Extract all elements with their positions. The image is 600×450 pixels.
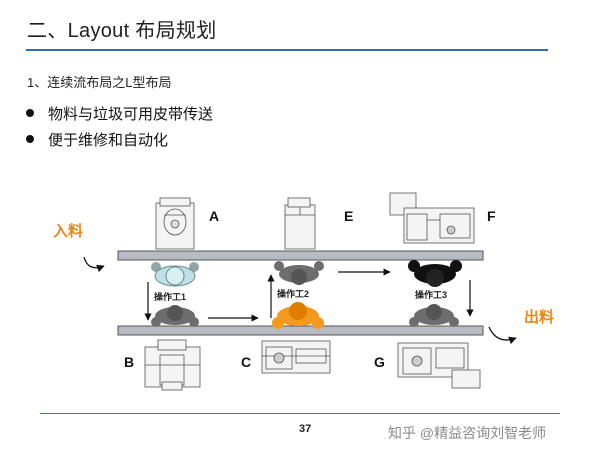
machine-f-icon (389, 192, 475, 244)
bullet-item: 物料与垃圾可用皮带传送 (26, 103, 213, 124)
operator-2-upper-icon (274, 261, 324, 285)
lower-conveyor (117, 325, 484, 336)
machine-c-icon (261, 340, 331, 374)
watermark: 知乎 @精益咨询刘智老师 (388, 425, 547, 441)
slide-subtitle: 1、连续流布局之L型布局 (27, 75, 172, 90)
machine-g-icon (397, 342, 481, 389)
station-letter-b: B (124, 354, 134, 370)
operator-3-upper-icon (408, 260, 462, 287)
machine-b-icon (144, 339, 201, 391)
bullet-item: 便于维修和自动化 (26, 129, 168, 150)
station-letter-a: A (209, 208, 219, 224)
station-letter-e: E (344, 208, 353, 224)
machine-e-icon (284, 197, 316, 250)
page-number: 37 (299, 423, 312, 435)
operator-1-lower-icon (151, 305, 199, 327)
footer-rule (40, 413, 560, 414)
input-arrow-icon (83, 256, 105, 273)
bullet-text: 便于维修和自动化 (48, 132, 169, 149)
title-rule (26, 49, 548, 51)
operator-1-label: 操作工1 (154, 291, 186, 302)
machine-a-icon (155, 197, 195, 250)
operator-1-upper-icon (151, 262, 199, 287)
bullet-dot-icon (26, 109, 34, 118)
bullet-text: 物料与垃圾可用皮带传送 (48, 106, 214, 123)
operator-3-lower-icon (409, 304, 459, 327)
station-letter-g: G (374, 354, 385, 370)
slide-title: 二、Layout 布局规划 (27, 20, 217, 42)
bullet-dot-icon (26, 135, 34, 144)
output-label: 出料 (524, 308, 554, 326)
upper-conveyor (117, 250, 484, 261)
input-label: 入料 (53, 222, 83, 240)
station-letter-c: C (241, 354, 251, 370)
station-letter-f: F (487, 208, 496, 224)
operator-3-label: 操作工3 (415, 289, 447, 300)
operator-2-label: 操作工2 (277, 288, 309, 299)
operator-2-lower-icon (272, 302, 324, 329)
output-arrow-icon (488, 326, 517, 345)
